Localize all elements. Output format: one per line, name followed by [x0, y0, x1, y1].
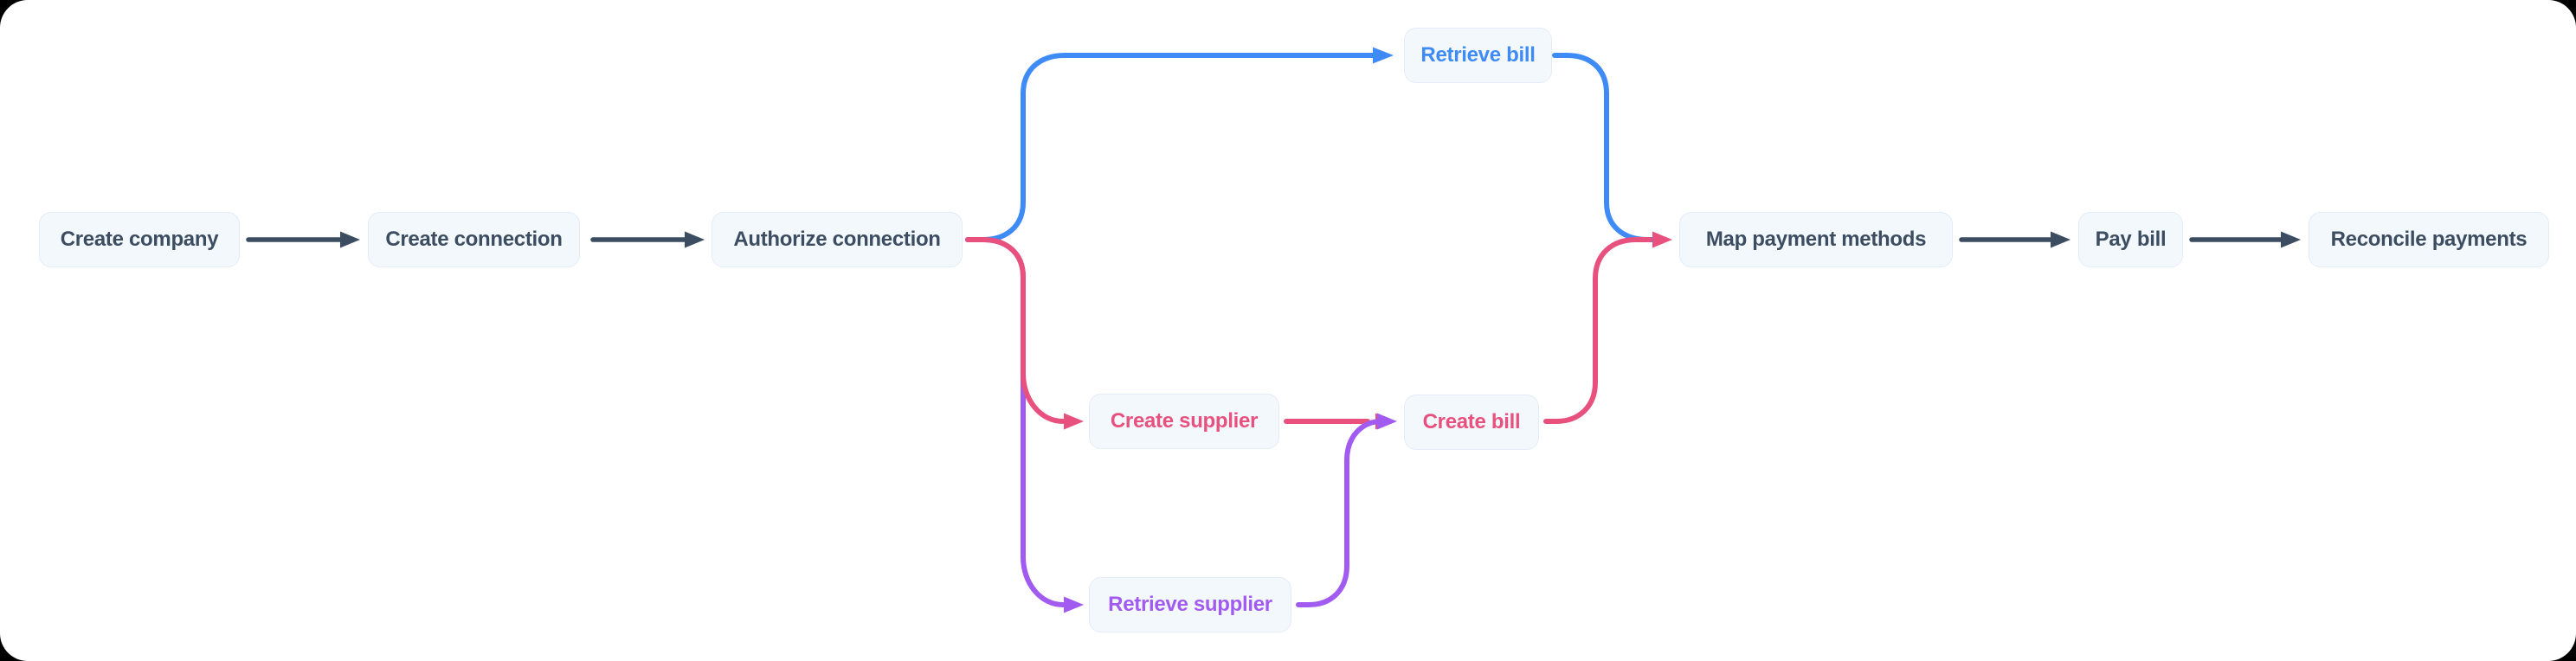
node-reconcile-payments: Reconcile payments	[2309, 212, 2549, 267]
edge-map-payment-methods-to-pay-bill	[1959, 231, 2070, 248]
edge-create-company-to-create-connection	[246, 231, 360, 248]
edge-authorize-connection-to-retrieve-bill	[965, 47, 1394, 242]
node-retrieve-bill[interactable]: Retrieve bill	[1404, 28, 1552, 83]
edge-retrieve-supplier-to-create-bill	[1296, 413, 1397, 607]
node-create-supplier[interactable]: Create supplier	[1089, 394, 1279, 449]
edge-create-connection-to-authorize-connection	[590, 231, 705, 248]
node-map-payment-methods: Map payment methods	[1679, 212, 1953, 267]
edge-create-bill-to-map-payment-methods	[1543, 231, 1672, 424]
node-create-connection: Create connection	[368, 212, 580, 267]
node-create-bill[interactable]: Create bill	[1404, 395, 1539, 450]
node-pay-bill: Pay bill	[2078, 212, 2183, 267]
node-create-company: Create company	[39, 212, 240, 267]
edge-pay-bill-to-reconcile-payments	[2189, 231, 2301, 248]
edge-retrieve-bill-to-map-payment-methods	[1552, 53, 1658, 242]
edge-authorize-connection-to-create-supplier	[965, 237, 1084, 430]
node-retrieve-supplier[interactable]: Retrieve supplier	[1089, 577, 1291, 632]
node-authorize-connection: Authorize connection	[712, 212, 963, 267]
